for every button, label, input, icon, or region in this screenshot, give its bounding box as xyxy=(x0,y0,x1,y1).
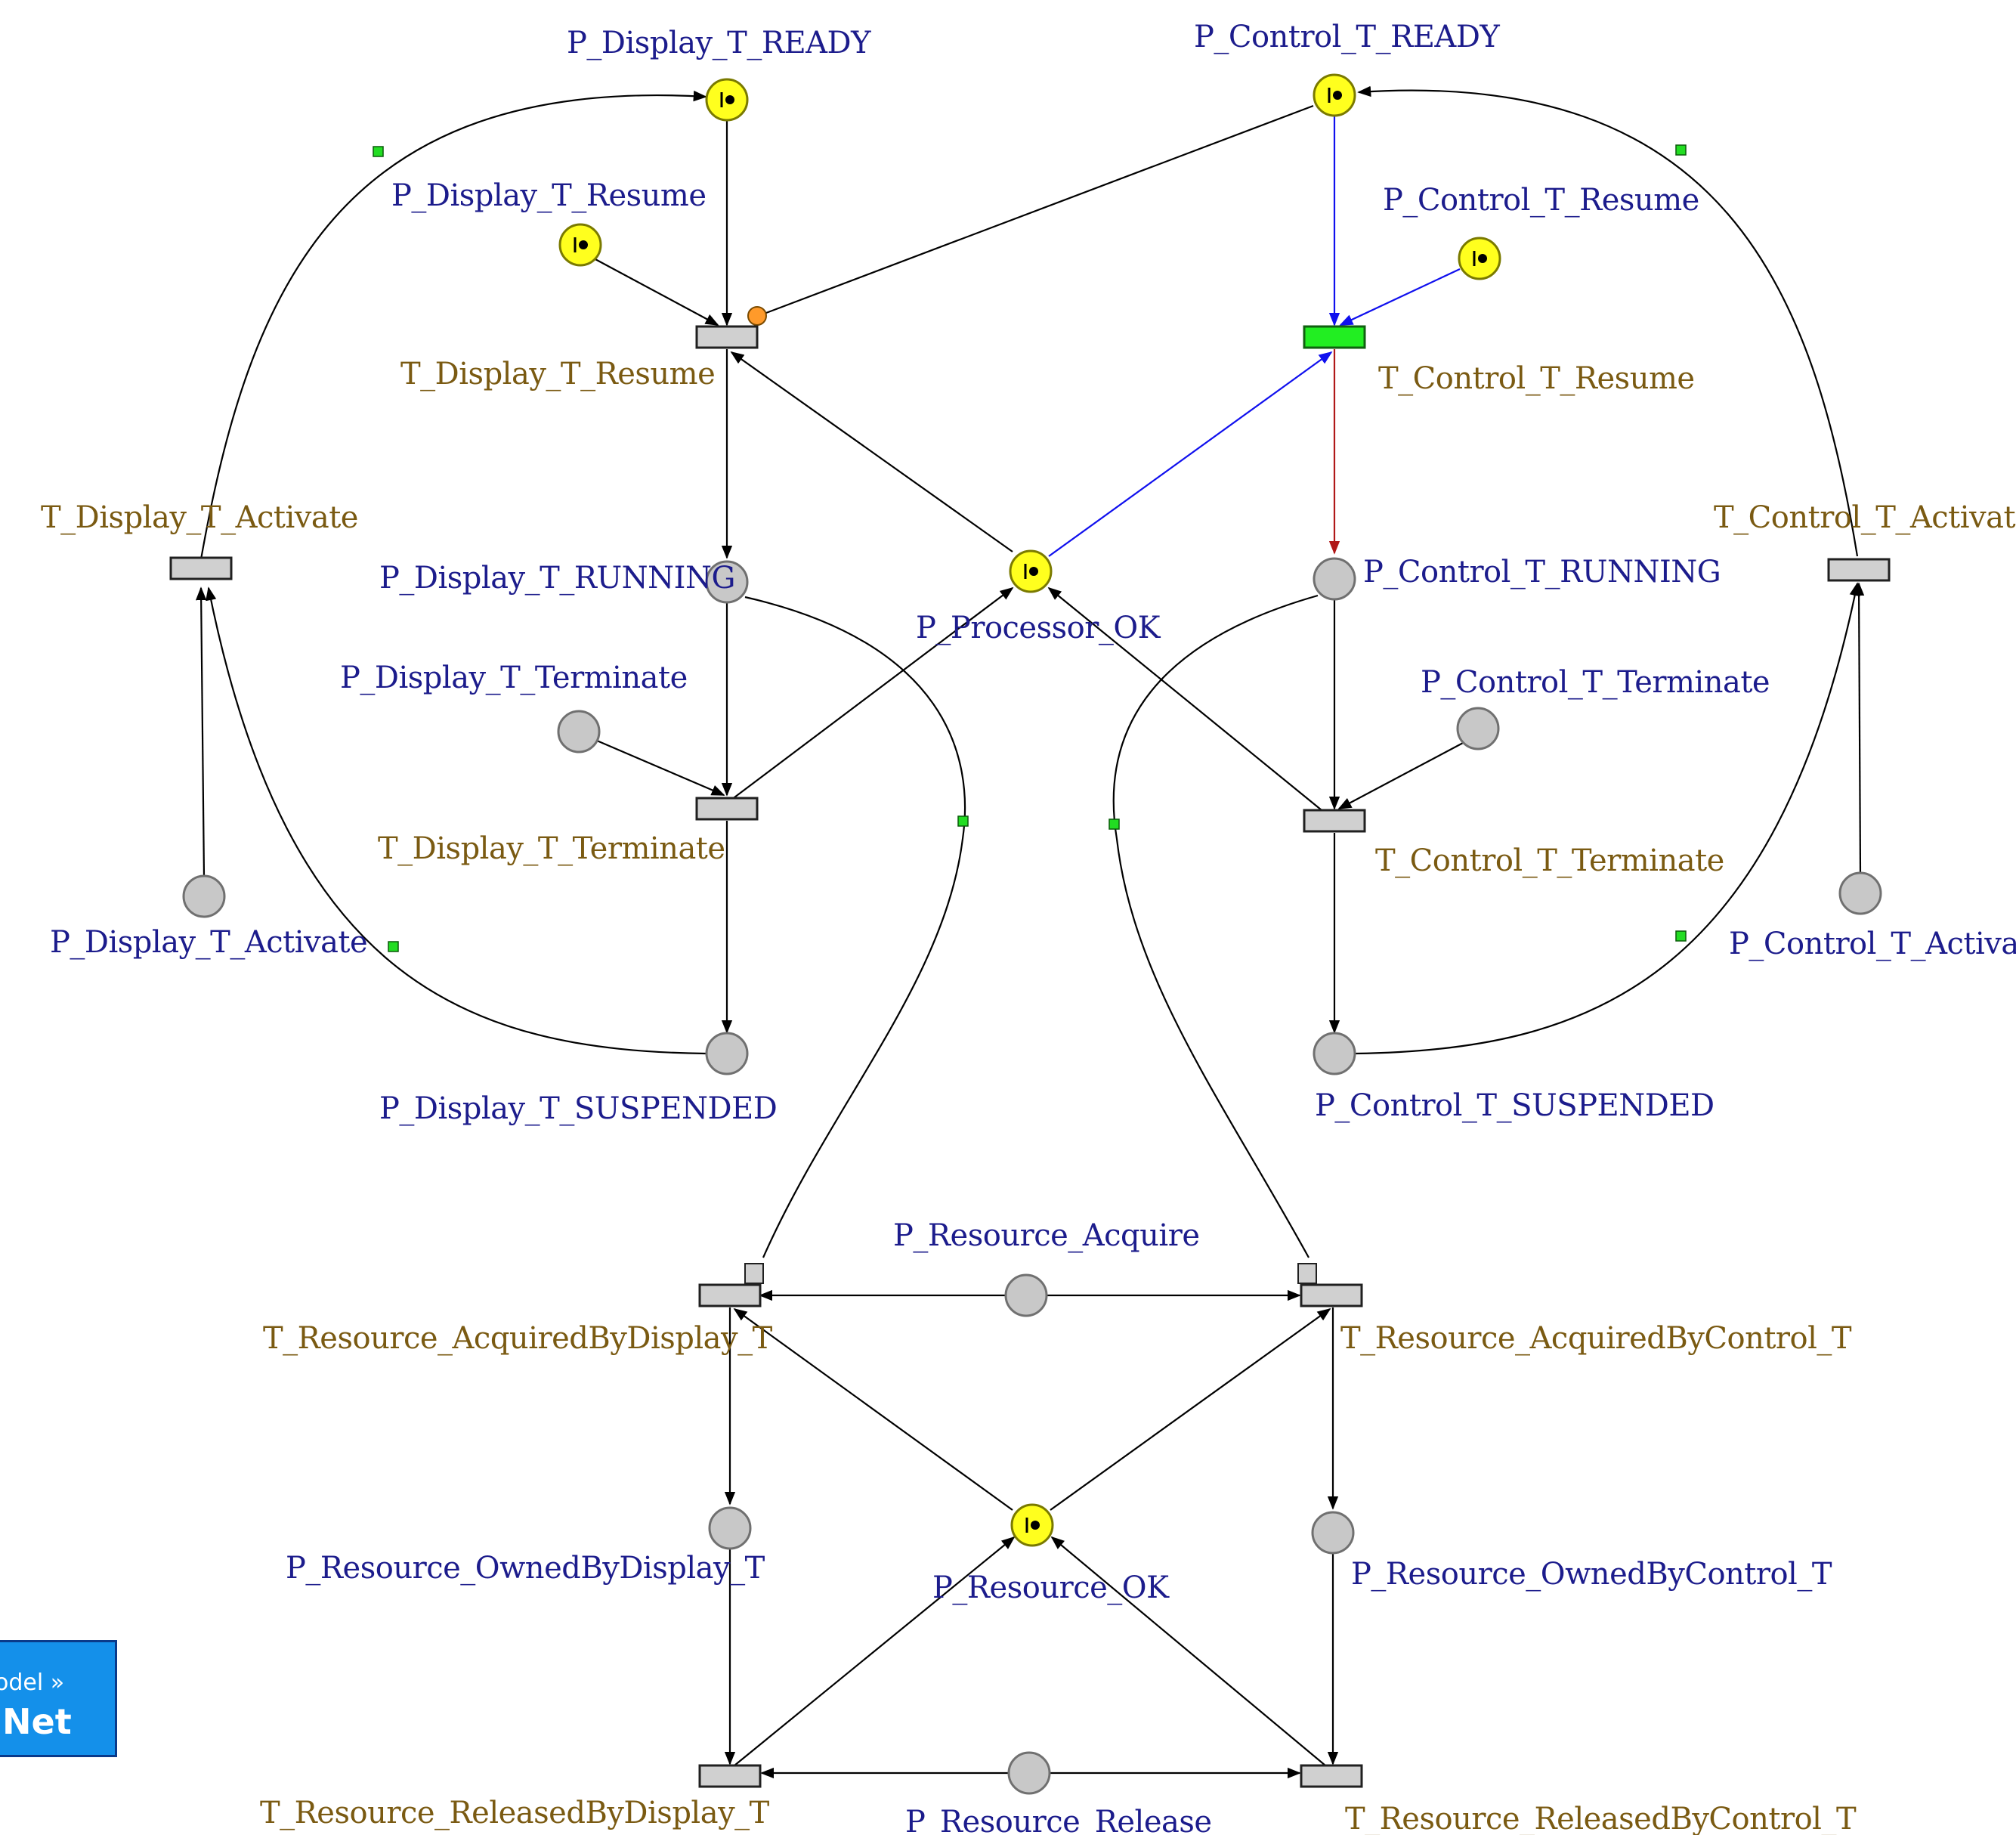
token-dot xyxy=(1029,567,1038,576)
token-dot xyxy=(1031,1521,1040,1530)
place-dterm[interactable]: P_Display_T_Terminate xyxy=(340,661,688,753)
transition-label: T_Resource_AcquiredByControl_T xyxy=(1340,1321,1852,1356)
arc-bend-handle xyxy=(388,941,399,952)
place-label: P_Display_T_RUNNING xyxy=(379,561,735,596)
token-dot xyxy=(1333,91,1342,100)
token-dot xyxy=(1478,254,1487,263)
place-cresume[interactable]: P_Control_T_Resume xyxy=(1383,183,1699,280)
arc-dterm-tdterm xyxy=(596,739,725,797)
arc-drunning-tracqd xyxy=(744,596,966,1258)
arc-csusp-tcact xyxy=(1355,582,1860,1055)
place-label: P_Display_T_SUSPENDED xyxy=(379,1091,777,1126)
transition-label: T_Resource_ReleasedByControl_T xyxy=(1345,1802,1857,1835)
arc-dsusp-tdact xyxy=(206,586,707,1055)
place-label: P_Processor_OK xyxy=(916,611,1161,645)
transition-tdact[interactable]: T_Display_T_Activate xyxy=(41,500,358,580)
arc-resok-tracqc xyxy=(1050,1307,1331,1511)
arc-procok-tcresume xyxy=(1048,351,1333,557)
arc-trreld-resok xyxy=(734,1536,1016,1766)
place-dsusp[interactable]: P_Display_T_SUSPENDED xyxy=(379,1032,778,1126)
arc-bend-handle xyxy=(1675,144,1687,156)
badge-title: Net xyxy=(2,1701,72,1742)
transition-label: T_Control_T_Activate xyxy=(1714,500,2016,535)
place-label: P_Resource_OwnedByDisplay_T xyxy=(286,1551,765,1586)
place-resok[interactable]: P_Resource_OK xyxy=(932,1503,1170,1605)
place-csusp[interactable]: P_Control_T_SUSPENDED xyxy=(1313,1032,1715,1123)
transitions: T_Display_T_Resume T_Display_T_Terminate… xyxy=(41,325,2016,1835)
transition-tracqc[interactable]: T_Resource_AcquiredByControl_T xyxy=(1297,1263,1852,1356)
place-label: P_Control_T_RUNNING xyxy=(1363,555,1721,589)
arc-cterm-tcterm xyxy=(1337,741,1465,809)
arc-dresume-tdresume xyxy=(593,258,719,326)
place-label: P_Resource_OK xyxy=(932,1570,1170,1605)
place-procok[interactable]: P_Processor_OK xyxy=(916,549,1161,645)
place-crunning[interactable]: P_Control_T_RUNNING xyxy=(1313,555,1721,601)
arc-bend-handle xyxy=(373,146,384,157)
place-resacq[interactable]: P_Resource_Acquire xyxy=(893,1218,1200,1317)
arc-cresume-tcresume xyxy=(1339,268,1461,326)
transition-label: T_Display_T_Terminate xyxy=(378,831,725,866)
arc-cready-tdresume-inhibitor xyxy=(765,104,1314,314)
arcs xyxy=(195,85,1865,1779)
place-resownc[interactable]: P_Resource_OwnedByControl_T xyxy=(1311,1511,1832,1592)
transition-trrelc[interactable]: T_Resource_ReleasedByControl_T xyxy=(1300,1764,1857,1835)
place-dresume[interactable]: P_Display_T_Resume xyxy=(391,178,707,267)
token-dot xyxy=(579,240,588,249)
arc-resok-tracqd xyxy=(733,1307,1013,1511)
place-label: P_Control_T_Terminate xyxy=(1421,665,1770,700)
transition-tcterm[interactable]: T_Control_T_Terminate xyxy=(1303,809,1724,878)
place-label: P_Display_T_Terminate xyxy=(340,661,688,695)
place-dready[interactable]: P_Display_T_READY xyxy=(567,26,872,122)
arc-tcact-cready xyxy=(1357,85,1859,557)
place-drunning[interactable]: P_Display_T_RUNNING xyxy=(379,560,749,604)
place-label: P_Resource_Release xyxy=(905,1805,1212,1835)
inhibitor-dot xyxy=(747,306,767,326)
arc-bend-handle xyxy=(1675,930,1687,942)
place-label: P_Display_T_READY xyxy=(567,26,871,60)
transition-label: T_Control_T_Resume xyxy=(1378,361,1695,396)
transition-label: T_Control_T_Terminate xyxy=(1375,843,1724,878)
place-label: P_Control_T_Activate xyxy=(1729,927,2016,961)
arc-bend-handle xyxy=(1108,818,1120,830)
place-resownd[interactable]: P_Resource_OwnedByDisplay_T xyxy=(286,1506,765,1586)
place-cact[interactable]: P_Control_T_Activate xyxy=(1729,871,2016,961)
arc-dact-tdact xyxy=(195,586,207,877)
transition-label: T_Resource_ReleasedByDisplay_T xyxy=(260,1796,770,1830)
transition-label: T_Display_T_Resume xyxy=(400,357,715,391)
place-label: P_Display_T_Resume xyxy=(391,178,707,213)
place-label: P_Resource_Acquire xyxy=(893,1218,1200,1253)
place-label: P_Control_T_Resume xyxy=(1383,183,1699,218)
arc-bend-handle xyxy=(957,815,969,827)
transition-tdresume[interactable]: T_Display_T_Resume xyxy=(400,325,759,391)
badge-caption: odel » xyxy=(0,1669,65,1696)
test-arc-marker xyxy=(1297,1263,1317,1284)
arc-cact-tcact xyxy=(1853,582,1865,874)
place-dact[interactable]: P_Display_T_Activate xyxy=(50,874,368,960)
transition-trreld[interactable]: T_Resource_ReleasedByDisplay_T xyxy=(260,1764,770,1830)
transition-label: T_Display_T_Activate xyxy=(41,500,358,535)
transition-tracqd[interactable]: T_Resource_AcquiredByDisplay_T xyxy=(263,1263,773,1356)
arc-tdterm-procok xyxy=(731,586,1014,800)
place-label: P_Resource_OwnedByControl_T xyxy=(1351,1557,1832,1592)
place-cterm[interactable]: P_Control_T_Terminate xyxy=(1421,665,1770,750)
transition-tcact[interactable]: T_Control_T_Activate xyxy=(1714,500,2016,582)
test-arc-marker xyxy=(744,1263,764,1284)
place-resrel[interactable]: P_Resource_Release xyxy=(905,1751,1212,1835)
arc-trrelc-resok xyxy=(1050,1536,1326,1766)
place-label: P_Display_T_Activate xyxy=(50,925,367,960)
place-label: P_Control_T_READY xyxy=(1194,20,1500,54)
arc-crunning-tracqc xyxy=(1112,594,1319,1258)
places: P_Display_T_READY P_Display_T_Resume P_D… xyxy=(50,20,2016,1835)
arc-tdact-dready xyxy=(199,90,707,560)
app-badge[interactable]: odel » Net xyxy=(0,1640,117,1757)
transition-tcresume[interactable]: T_Control_T_Resume xyxy=(1303,325,1695,396)
arc-procok-tdresume xyxy=(730,351,1013,552)
token-dot xyxy=(725,95,734,104)
transition-tdterm[interactable]: T_Display_T_Terminate xyxy=(378,797,759,866)
place-label: P_Control_T_SUSPENDED xyxy=(1315,1088,1715,1123)
arc-tcterm-procok xyxy=(1047,586,1326,814)
place-cready[interactable]: P_Control_T_READY xyxy=(1194,20,1501,117)
transition-label: T_Resource_AcquiredByDisplay_T xyxy=(263,1321,773,1356)
